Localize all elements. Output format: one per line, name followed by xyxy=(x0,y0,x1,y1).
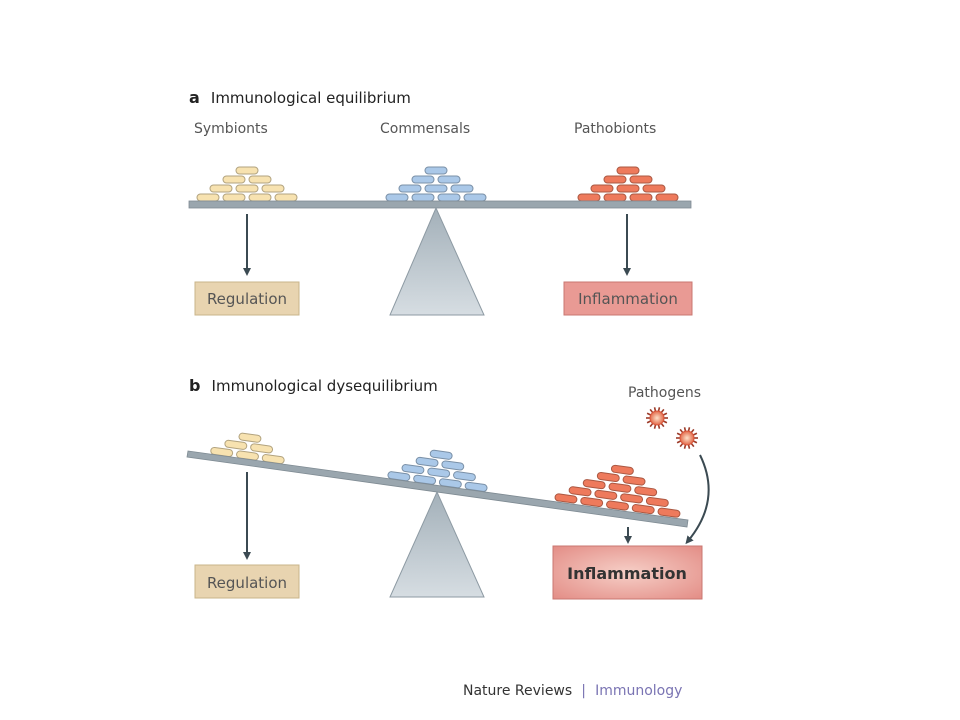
panel-a: a Immunological equilibrium Symbionts Co… xyxy=(188,88,693,316)
pathobiont-bacterium xyxy=(634,486,658,497)
symbiont-bacterium xyxy=(248,193,272,202)
label-pathobionts: Pathobionts xyxy=(574,121,656,137)
symbiont-bacterium xyxy=(261,184,285,193)
pathobiont-bacterium xyxy=(622,475,646,486)
pathobiont-bacterium xyxy=(645,496,669,507)
commensal-bacterium xyxy=(463,193,487,202)
pathobiont-bacterium xyxy=(631,504,655,515)
commensal-bacterium xyxy=(411,193,435,202)
panel-b-inflammation-box: Inflammation xyxy=(552,545,703,600)
symbiont-pile xyxy=(196,166,298,202)
panel-b-regulation-label: Regulation xyxy=(207,574,287,592)
pathobiont-bacterium xyxy=(610,464,634,475)
label-symbionts: Symbionts xyxy=(194,121,268,137)
commensal-bacterium xyxy=(453,471,476,482)
symbiont-bacterium xyxy=(274,193,298,202)
pathobiont-bacterium xyxy=(603,193,627,202)
symbiont-bacterium xyxy=(250,443,274,454)
footer-separator: | xyxy=(581,683,586,699)
pathobiont-bacterium xyxy=(580,496,604,508)
panel-a-piles xyxy=(196,166,679,202)
pathobiont-bacterium xyxy=(608,482,632,493)
panel-b-fulcrum xyxy=(389,490,485,598)
panel-b-piles xyxy=(210,432,681,518)
commensal-bacterium xyxy=(411,175,435,184)
panel-a-title-text: Immunological equilibrium xyxy=(211,89,411,107)
footer: Nature Reviews | Immunology xyxy=(463,680,682,699)
commensal-bacterium xyxy=(398,184,422,193)
symbiont-bacterium xyxy=(235,166,259,175)
pathobiont-bacterium xyxy=(655,193,679,202)
footer-subject: Immunology xyxy=(595,683,682,699)
commensal-bacterium xyxy=(401,464,425,475)
pathobiont-pile xyxy=(554,464,681,518)
pathobiont-bacterium xyxy=(629,193,653,202)
symbiont-pile xyxy=(210,432,285,465)
symbiont-bacterium xyxy=(222,193,246,202)
pathogen-icon xyxy=(646,407,668,429)
commensal-pile xyxy=(385,166,487,202)
pathobiont-bacterium xyxy=(603,175,627,184)
panel-a-regulation-label: Regulation xyxy=(207,290,287,308)
commensal-bacterium xyxy=(415,456,439,467)
pathobiont-bacterium xyxy=(582,479,606,490)
panel-a-inflammation-label: Inflammation xyxy=(578,290,678,308)
symbiont-bacterium xyxy=(238,432,262,443)
commensal-bacterium xyxy=(441,460,465,471)
panel-b-regulation-box: Regulation xyxy=(194,564,300,599)
pathogen-arrow xyxy=(685,454,710,545)
pathobiont-pile xyxy=(577,166,679,202)
symbiont-bacterium xyxy=(209,184,233,193)
commensal-bacterium xyxy=(450,184,474,193)
pathogen-icon xyxy=(676,427,698,449)
pathobiont-bacterium xyxy=(657,507,681,518)
pathogens xyxy=(646,407,698,449)
commensal-bacterium xyxy=(429,449,453,460)
pathobiont-bacterium xyxy=(616,166,640,175)
pathobiont-bacterium xyxy=(594,489,618,500)
symbiont-bacterium xyxy=(222,175,246,184)
panel-b-beam xyxy=(186,450,689,528)
symbiont-bacterium xyxy=(248,175,272,184)
pathobiont-bacterium xyxy=(616,184,640,193)
symbiont-bacterium xyxy=(235,184,259,193)
panel-b: b Immunological dysequilibrium Pathogens… xyxy=(186,376,710,600)
label-commensals: Commensals xyxy=(380,121,470,137)
panel-a-title: a Immunological equilibrium xyxy=(189,88,411,107)
panel-a-inflammation-box: Inflammation xyxy=(563,281,693,316)
panel-b-inflammation-label: Inflammation xyxy=(567,564,687,583)
commensal-bacterium xyxy=(424,166,448,175)
panel-a-regulation-box: Regulation xyxy=(194,281,300,316)
commensal-bacterium xyxy=(424,184,448,193)
pathobiont-bacterium xyxy=(577,193,601,202)
pathobiont-bacterium xyxy=(606,500,629,511)
label-pathogens: Pathogens xyxy=(628,385,701,401)
symbiont-bacterium xyxy=(196,193,220,202)
panel-b-title: b Immunological dysequilibrium xyxy=(189,376,438,395)
panel-a-fulcrum xyxy=(389,206,485,316)
pathobiont-bacterium xyxy=(629,175,653,184)
commensal-bacterium xyxy=(437,193,461,202)
pathobiont-bacterium xyxy=(642,184,666,193)
commensal-bacterium xyxy=(427,467,451,478)
symbiont-bacterium xyxy=(224,439,248,450)
pathobiont-bacterium xyxy=(590,184,614,193)
commensal-pile xyxy=(387,449,488,492)
pathobiont-bacterium xyxy=(596,471,620,483)
commensal-bacterium xyxy=(437,175,461,184)
panel-b-letter: b xyxy=(189,376,200,395)
panel-b-title-text: Immunological dysequilibrium xyxy=(212,377,438,395)
panel-a-letter: a xyxy=(189,88,200,107)
pathobiont-bacterium xyxy=(568,486,592,497)
pathobiont-bacterium xyxy=(620,493,644,504)
panel-a-beam xyxy=(188,200,692,209)
footer-journal: Nature Reviews xyxy=(463,683,572,699)
commensal-bacterium xyxy=(385,193,409,202)
pathobiont-bacterium xyxy=(554,493,578,504)
